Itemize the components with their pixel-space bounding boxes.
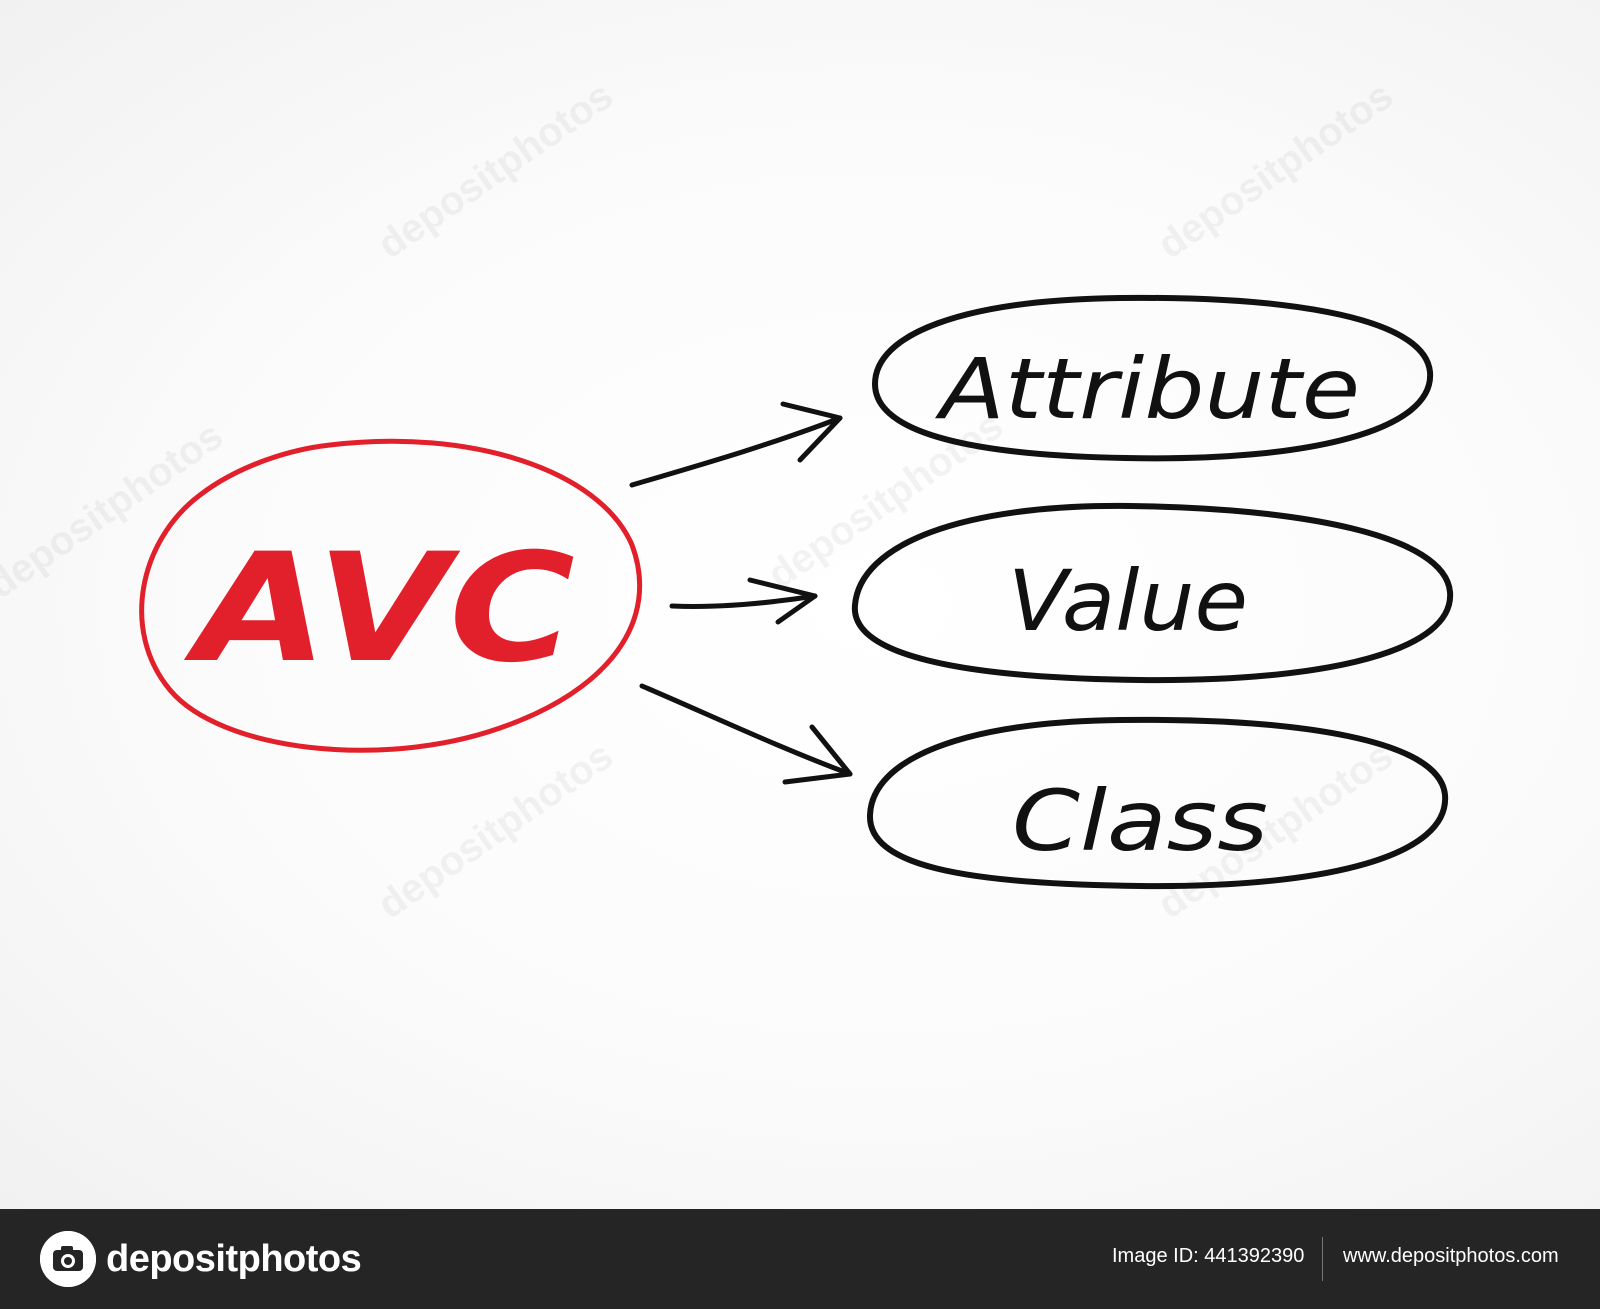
term-label-value: Value [1008,552,1248,650]
image-canvas: depositphotos depositphotos depositphoto… [0,0,1600,1209]
footer-divider [1322,1237,1323,1281]
brand-logo: depositphotos [40,1231,362,1287]
term-ellipse-class [866,716,1449,890]
camera-logo-icon [40,1231,96,1287]
footer-bar: depositphotos Image ID: 441392390 www.de… [0,1209,1600,1309]
watermark-text-5: depositphotos [370,733,621,927]
arrow-to-attribute [629,415,843,488]
term-node-class: Class [866,716,1449,890]
term-node-value: Value [851,502,1454,684]
watermark-text-1: depositphotos [370,73,621,267]
arrow-to-value [669,593,818,609]
arrow-to-class [639,683,853,777]
watermark-text-2: depositphotos [1150,73,1401,267]
term-label-attribute: Attribute [934,340,1360,438]
term-node-attribute: Attribute [871,294,1434,462]
term-label-class: Class [1012,772,1268,870]
acronym-ellipse [139,438,643,753]
arrow-to-value-head [747,577,818,625]
site-url-link[interactable]: www.depositphotos.com [1343,1245,1559,1267]
arrows [629,401,853,785]
brand-name: depositphotos [106,1237,362,1280]
arrow-to-class-head [782,724,853,785]
acronym-text: AVC [184,522,575,696]
arrow-to-attribute-head [780,401,843,463]
acronym-node: AVC [139,438,643,753]
term-ellipse-attribute [871,294,1434,462]
diagram: depositphotos depositphotos depositphoto… [0,73,1454,927]
term-ellipse-value [851,502,1454,684]
image-id-label: Image ID: 441392390 [1112,1245,1305,1267]
